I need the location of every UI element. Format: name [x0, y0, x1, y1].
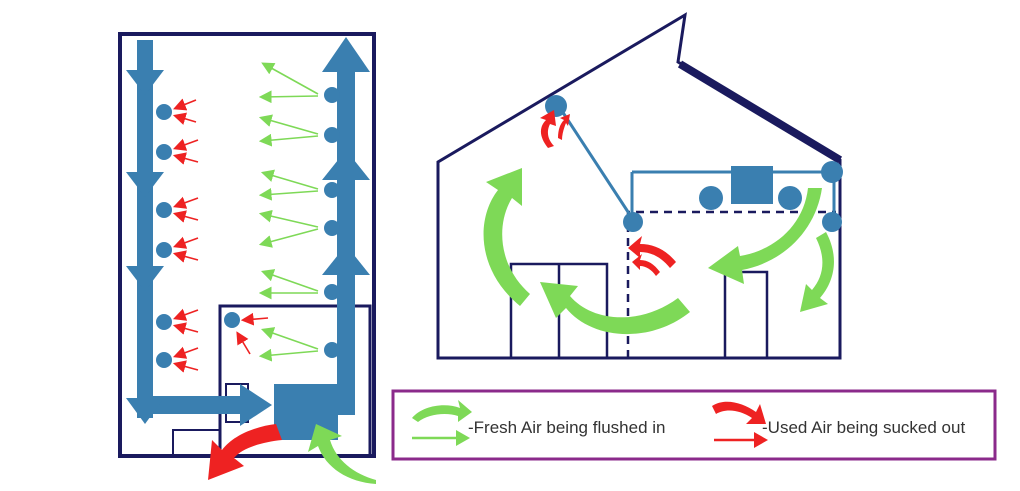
vent-diffuser-icon — [156, 314, 172, 330]
fresh-air-arrow-right-room — [708, 188, 822, 284]
legend: -Fresh Air being flushed in -Used Air be… — [391, 389, 997, 461]
intake-flow-arrow — [308, 424, 376, 484]
vent-diffuser-icon — [623, 212, 643, 232]
vent-diffuser-icon — [156, 202, 172, 218]
vent-diffuser-icon — [156, 242, 172, 258]
plant-room-step — [172, 429, 221, 457]
interior-partition-dashed — [626, 210, 836, 358]
vent-diffuser-icon — [324, 284, 340, 300]
vent-diffuser-icon — [822, 212, 842, 232]
fresh-air-arrow-floor — [540, 282, 690, 335]
extract-vents — [156, 104, 240, 368]
vent-diffuser-icon — [324, 220, 340, 236]
vent-diffuser-icon — [224, 312, 240, 328]
used-air-arrow-attic-small — [558, 114, 570, 140]
vent-diffuser-icon — [324, 127, 340, 143]
air-handler-unit-icon — [699, 166, 802, 210]
used-air-arrows — [172, 98, 269, 373]
legend-used-label: -Used Air being sucked out — [762, 418, 965, 437]
extract-duct — [126, 40, 272, 426]
vent-diffuser-icon — [821, 161, 843, 183]
used-air-arrow-room-small — [632, 254, 660, 276]
used-air-arrow-icon — [712, 401, 768, 448]
building-section — [436, 12, 843, 360]
legend-box — [391, 389, 997, 461]
vent-diffuser-icon — [156, 104, 172, 120]
fresh-air-arrow-left-room — [483, 168, 530, 306]
supply-vents — [324, 87, 340, 358]
exhaust-flow-arrow — [208, 424, 282, 480]
legend-fresh-label: -Fresh Air being flushed in — [468, 418, 666, 437]
ahu-connector — [336, 398, 352, 414]
fresh-air-arrows — [258, 62, 319, 362]
floor-plan — [118, 32, 376, 484]
plant-room-outline — [218, 304, 372, 458]
vent-diffuser-icon — [324, 182, 340, 198]
used-air-arrow-attic — [540, 110, 556, 148]
vent-diffuser-icon — [545, 95, 567, 117]
vent-diffuser-icon — [156, 352, 172, 368]
fresh-air-arrow-icon — [412, 400, 472, 446]
supply-duct — [322, 37, 370, 415]
roof-thick-edge — [677, 60, 843, 164]
vent-diffuser-icon — [324, 87, 340, 103]
vent-diffuser-icon — [324, 342, 340, 358]
vent-diffuser-icon — [156, 144, 172, 160]
used-air-arrow-room — [628, 236, 676, 268]
door-right — [723, 270, 769, 360]
fresh-air-arrow-right-down — [800, 232, 834, 312]
